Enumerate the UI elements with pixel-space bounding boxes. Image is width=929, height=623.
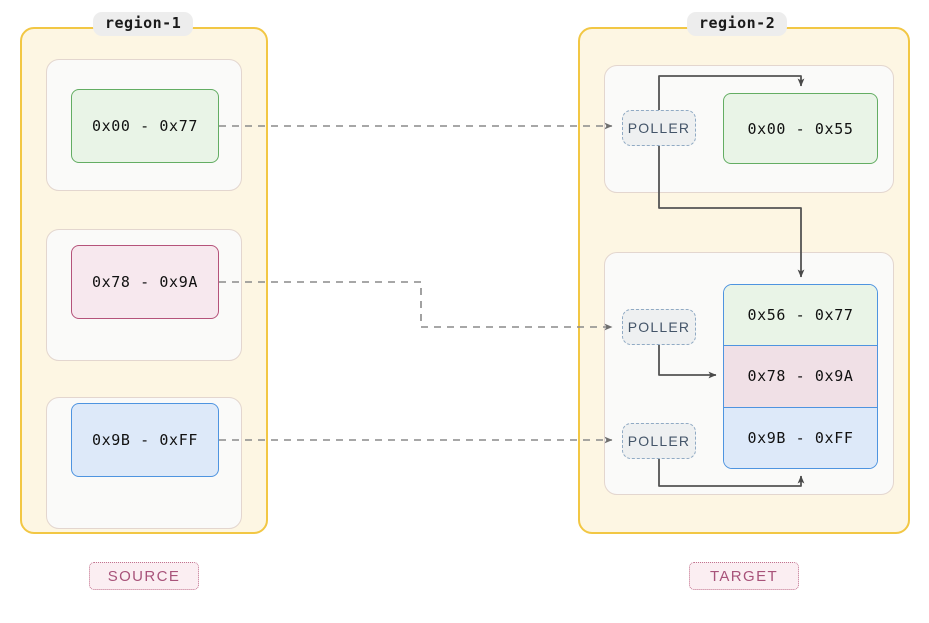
edge-src1-pollermid — [219, 281, 613, 331]
region-2-label: region-2 — [687, 12, 788, 36]
source-block-0[interactable]: 0x00 - 0x77 — [71, 89, 219, 163]
target-stack-row-2[interactable]: 0x9B - 0xFF — [724, 407, 877, 468]
target-tag: TARGET — [689, 562, 799, 590]
target-stack-row-1[interactable]: 0x78 - 0x9A — [724, 346, 877, 408]
region-1-label: region-1 — [93, 12, 194, 36]
target-block-top[interactable]: 0x00 - 0x55 — [723, 93, 878, 164]
target-stack-row-0[interactable]: 0x56 - 0x77 — [724, 285, 877, 347]
poller-top[interactable]: POLLER — [622, 110, 696, 146]
poller-mid[interactable]: POLLER — [622, 309, 696, 345]
source-block-2[interactable]: 0x9B - 0xFF — [71, 403, 219, 477]
poller-bot[interactable]: POLLER — [622, 423, 696, 459]
target-stack: 0x56 - 0x77 0x78 - 0x9A 0x9B - 0xFF — [723, 284, 878, 469]
source-tag: SOURCE — [89, 562, 199, 590]
source-block-1[interactable]: 0x78 - 0x9A — [71, 245, 219, 319]
